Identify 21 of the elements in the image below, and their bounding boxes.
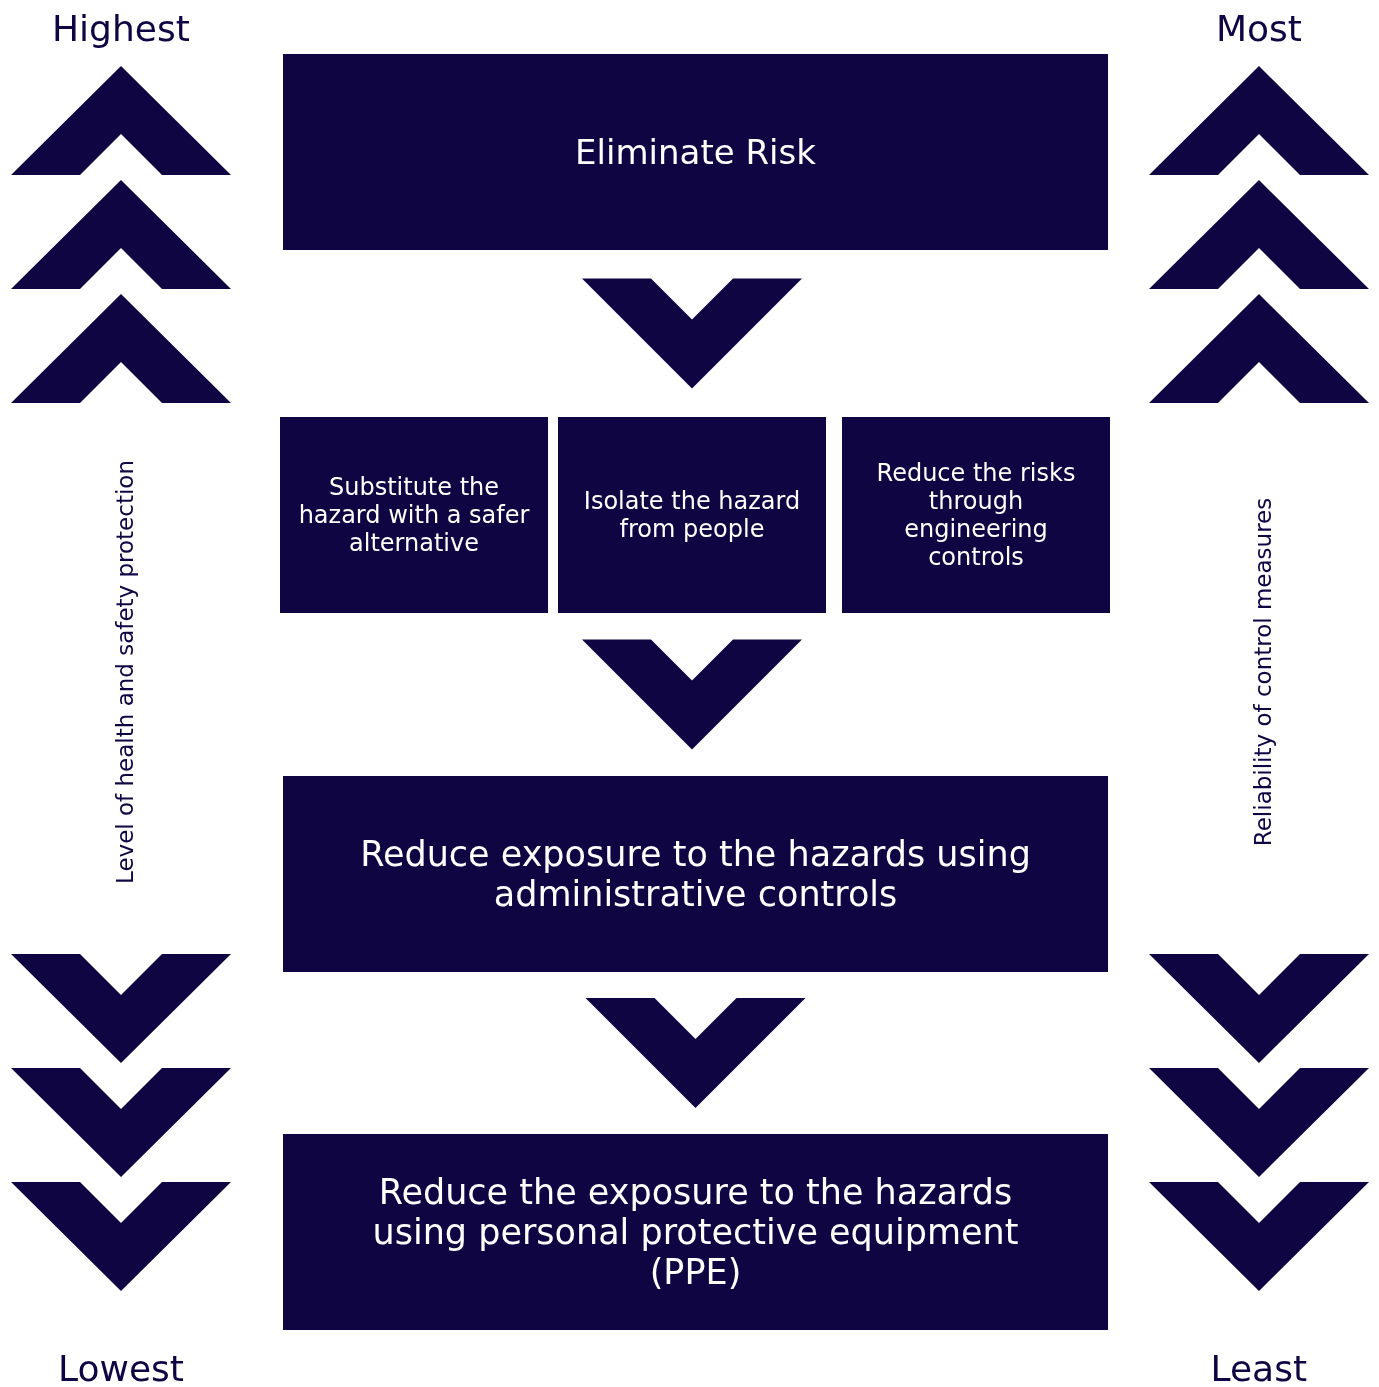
process-box	[283, 54, 1108, 250]
process-box	[283, 1134, 1108, 1330]
chevron-arrow	[582, 278, 802, 389]
scale-label: Highest	[52, 7, 190, 49]
process-box	[842, 417, 1110, 613]
box-text: Reduce the exposure to the hazards using personal protective equipment (PPE)	[371, 1172, 1020, 1292]
box-text: Eliminate Risk	[575, 132, 816, 172]
box-text: Isolate the hazard from people	[582, 487, 802, 543]
process-box	[283, 776, 1108, 972]
process-box	[280, 417, 548, 613]
box-text: Reduce the risks through engineering controls	[875, 459, 1077, 571]
axis-label: Level of health and safety protection	[112, 460, 138, 884]
scale-label: Least	[1210, 1347, 1307, 1387]
scale-label: Most	[1216, 7, 1302, 49]
scale-label: Lowest	[58, 1347, 184, 1387]
box-text: Substitute the hazard with a safer alternative	[297, 473, 531, 557]
box-text: Reduce exposure to the hazards using administrative controls	[359, 834, 1032, 914]
chevron-arrow	[582, 639, 802, 750]
chevron-arrow	[585, 998, 806, 1108]
process-box	[558, 417, 826, 613]
axis-label: Reliability of control measures	[1249, 497, 1276, 847]
